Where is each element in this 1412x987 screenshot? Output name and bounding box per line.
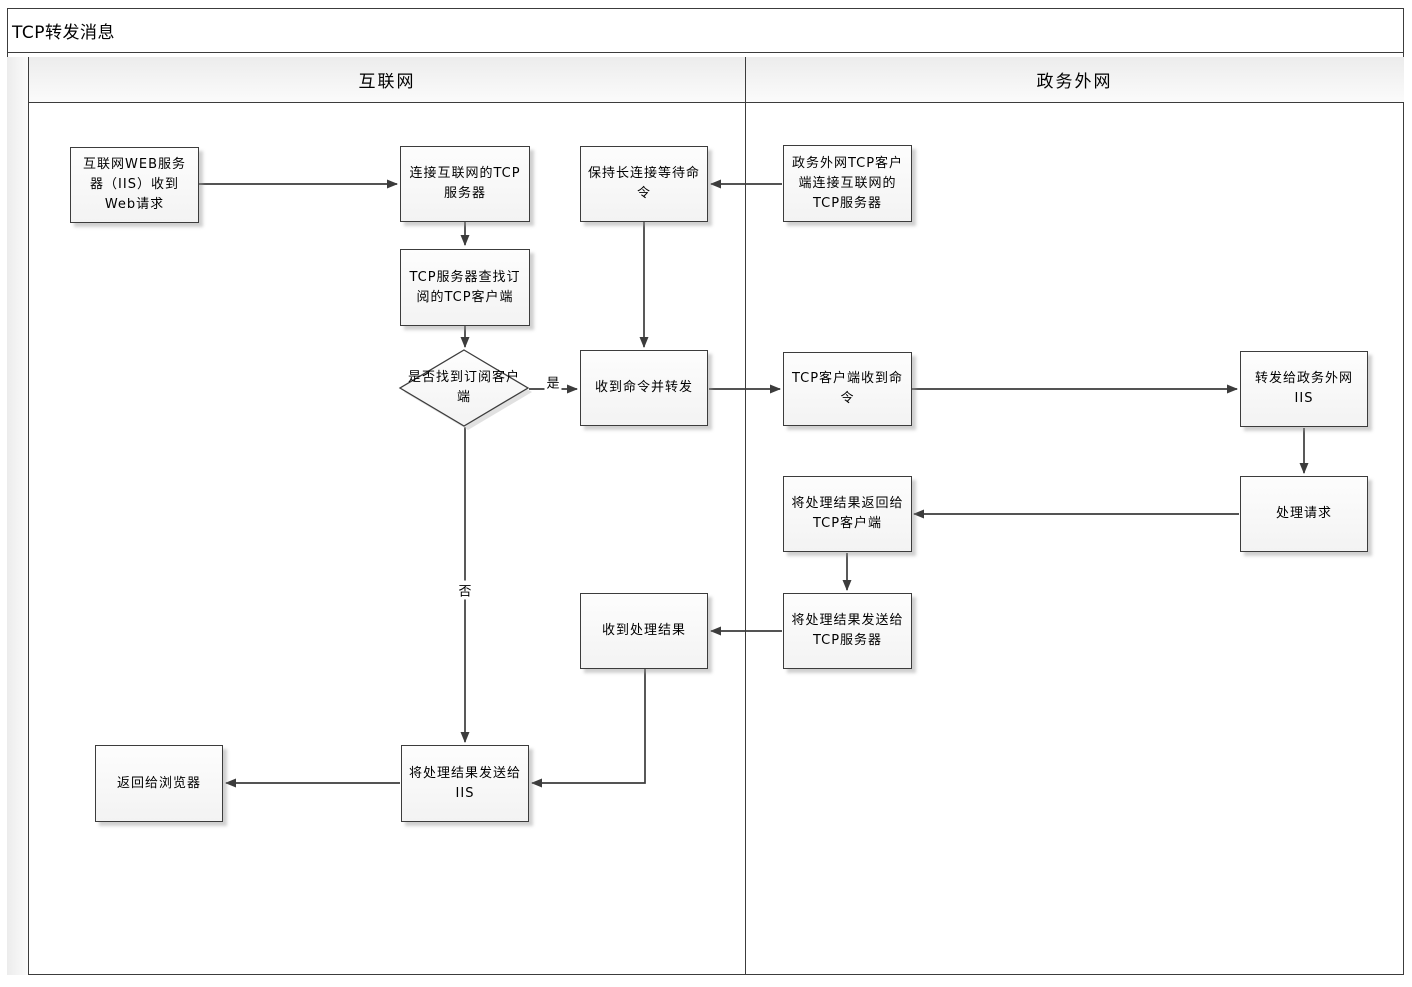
swimlane-side-strip: [7, 57, 29, 975]
node-handle-request: 处理请求: [1240, 476, 1368, 552]
edge-label-yes: 是: [544, 372, 562, 392]
edge-label-no: 否: [456, 580, 474, 600]
lane-header-band: 互联网 政务外网: [29, 57, 1404, 103]
node-send-to-iis: 将处理结果发送给IIS: [401, 745, 529, 822]
lane-header-gov-extranet: 政务外网: [1036, 72, 1113, 92]
node-forward-gov-iis: 转发给政务外网IIS: [1240, 351, 1368, 427]
lane-header-internet: 互联网: [358, 72, 416, 92]
node-keep-alive: 保持长连接等待命令: [580, 146, 708, 222]
node-return-result-client: 将处理结果返回给TCP客户端: [783, 476, 912, 552]
diagram-title-bar: TCP转发消息: [7, 8, 1404, 53]
node-send-result-server: 将处理结果发送给TCP服务器: [783, 593, 912, 669]
diagram-title: TCP转发消息: [12, 22, 116, 43]
node-web-request: 互联网WEB服务器（IIS）收到Web请求: [70, 147, 199, 223]
node-return-browser: 返回给浏览器: [95, 745, 223, 822]
node-find-client: TCP服务器查找订阅的TCP客户端: [400, 249, 530, 326]
node-gov-client-connect: 政务外网TCP客户端连接互联网的TCP服务器: [783, 145, 912, 222]
node-receive-result: 收到处理结果: [580, 593, 708, 669]
lane-divider: [745, 57, 746, 975]
node-decision-found: 是否找到订阅客户端: [407, 370, 520, 405]
node-receive-forward: 收到命令并转发: [580, 350, 708, 426]
node-connect-tcp: 连接互联网的TCP服务器: [400, 146, 530, 222]
decision-diamond-shape: [398, 349, 532, 430]
node-client-receive-cmd: TCP客户端收到命令: [783, 352, 912, 426]
